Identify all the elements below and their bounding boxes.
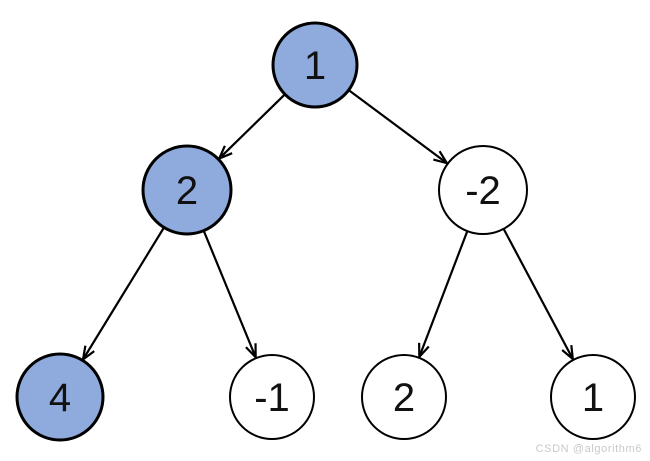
tree-node[interactable]: 2 — [361, 354, 447, 440]
tree-edge — [202, 230, 257, 360]
tree-edge — [217, 93, 286, 161]
node-circle[interactable] — [271, 21, 359, 109]
tree-edge — [502, 228, 575, 362]
node-label: 2 — [393, 376, 415, 420]
node-label: 1 — [304, 44, 326, 88]
node-circle[interactable] — [141, 144, 233, 236]
tree-edge — [418, 230, 469, 360]
tree-node[interactable]: 1 — [271, 21, 359, 109]
tree-node[interactable]: -1 — [229, 354, 315, 440]
edge-arrowhead — [245, 343, 257, 360]
node-circle[interactable] — [438, 145, 528, 235]
edge-arrowhead — [81, 345, 95, 363]
tree-node[interactable]: -2 — [438, 145, 528, 235]
node-label: -1 — [254, 376, 290, 420]
tree-node[interactable]: 2 — [141, 144, 233, 236]
node-label: -2 — [465, 169, 501, 213]
node-label: 4 — [49, 376, 71, 420]
node-label: 1 — [582, 376, 604, 420]
nodes-layer: 1 2 -2 4 -1 2 1 — [15, 21, 636, 442]
node-circle[interactable] — [15, 352, 105, 442]
node-label: 2 — [176, 169, 198, 213]
tree-node[interactable]: 4 — [15, 352, 105, 442]
tree-edge — [348, 89, 450, 165]
node-circle[interactable] — [361, 354, 447, 440]
watermark-text: CSDN @algorithm6 — [535, 443, 642, 455]
node-circle[interactable] — [229, 354, 315, 440]
node-circle[interactable] — [550, 354, 636, 440]
edges-layer — [81, 89, 575, 363]
tree-node[interactable]: 1 — [550, 354, 636, 440]
tree-edge — [81, 226, 165, 363]
